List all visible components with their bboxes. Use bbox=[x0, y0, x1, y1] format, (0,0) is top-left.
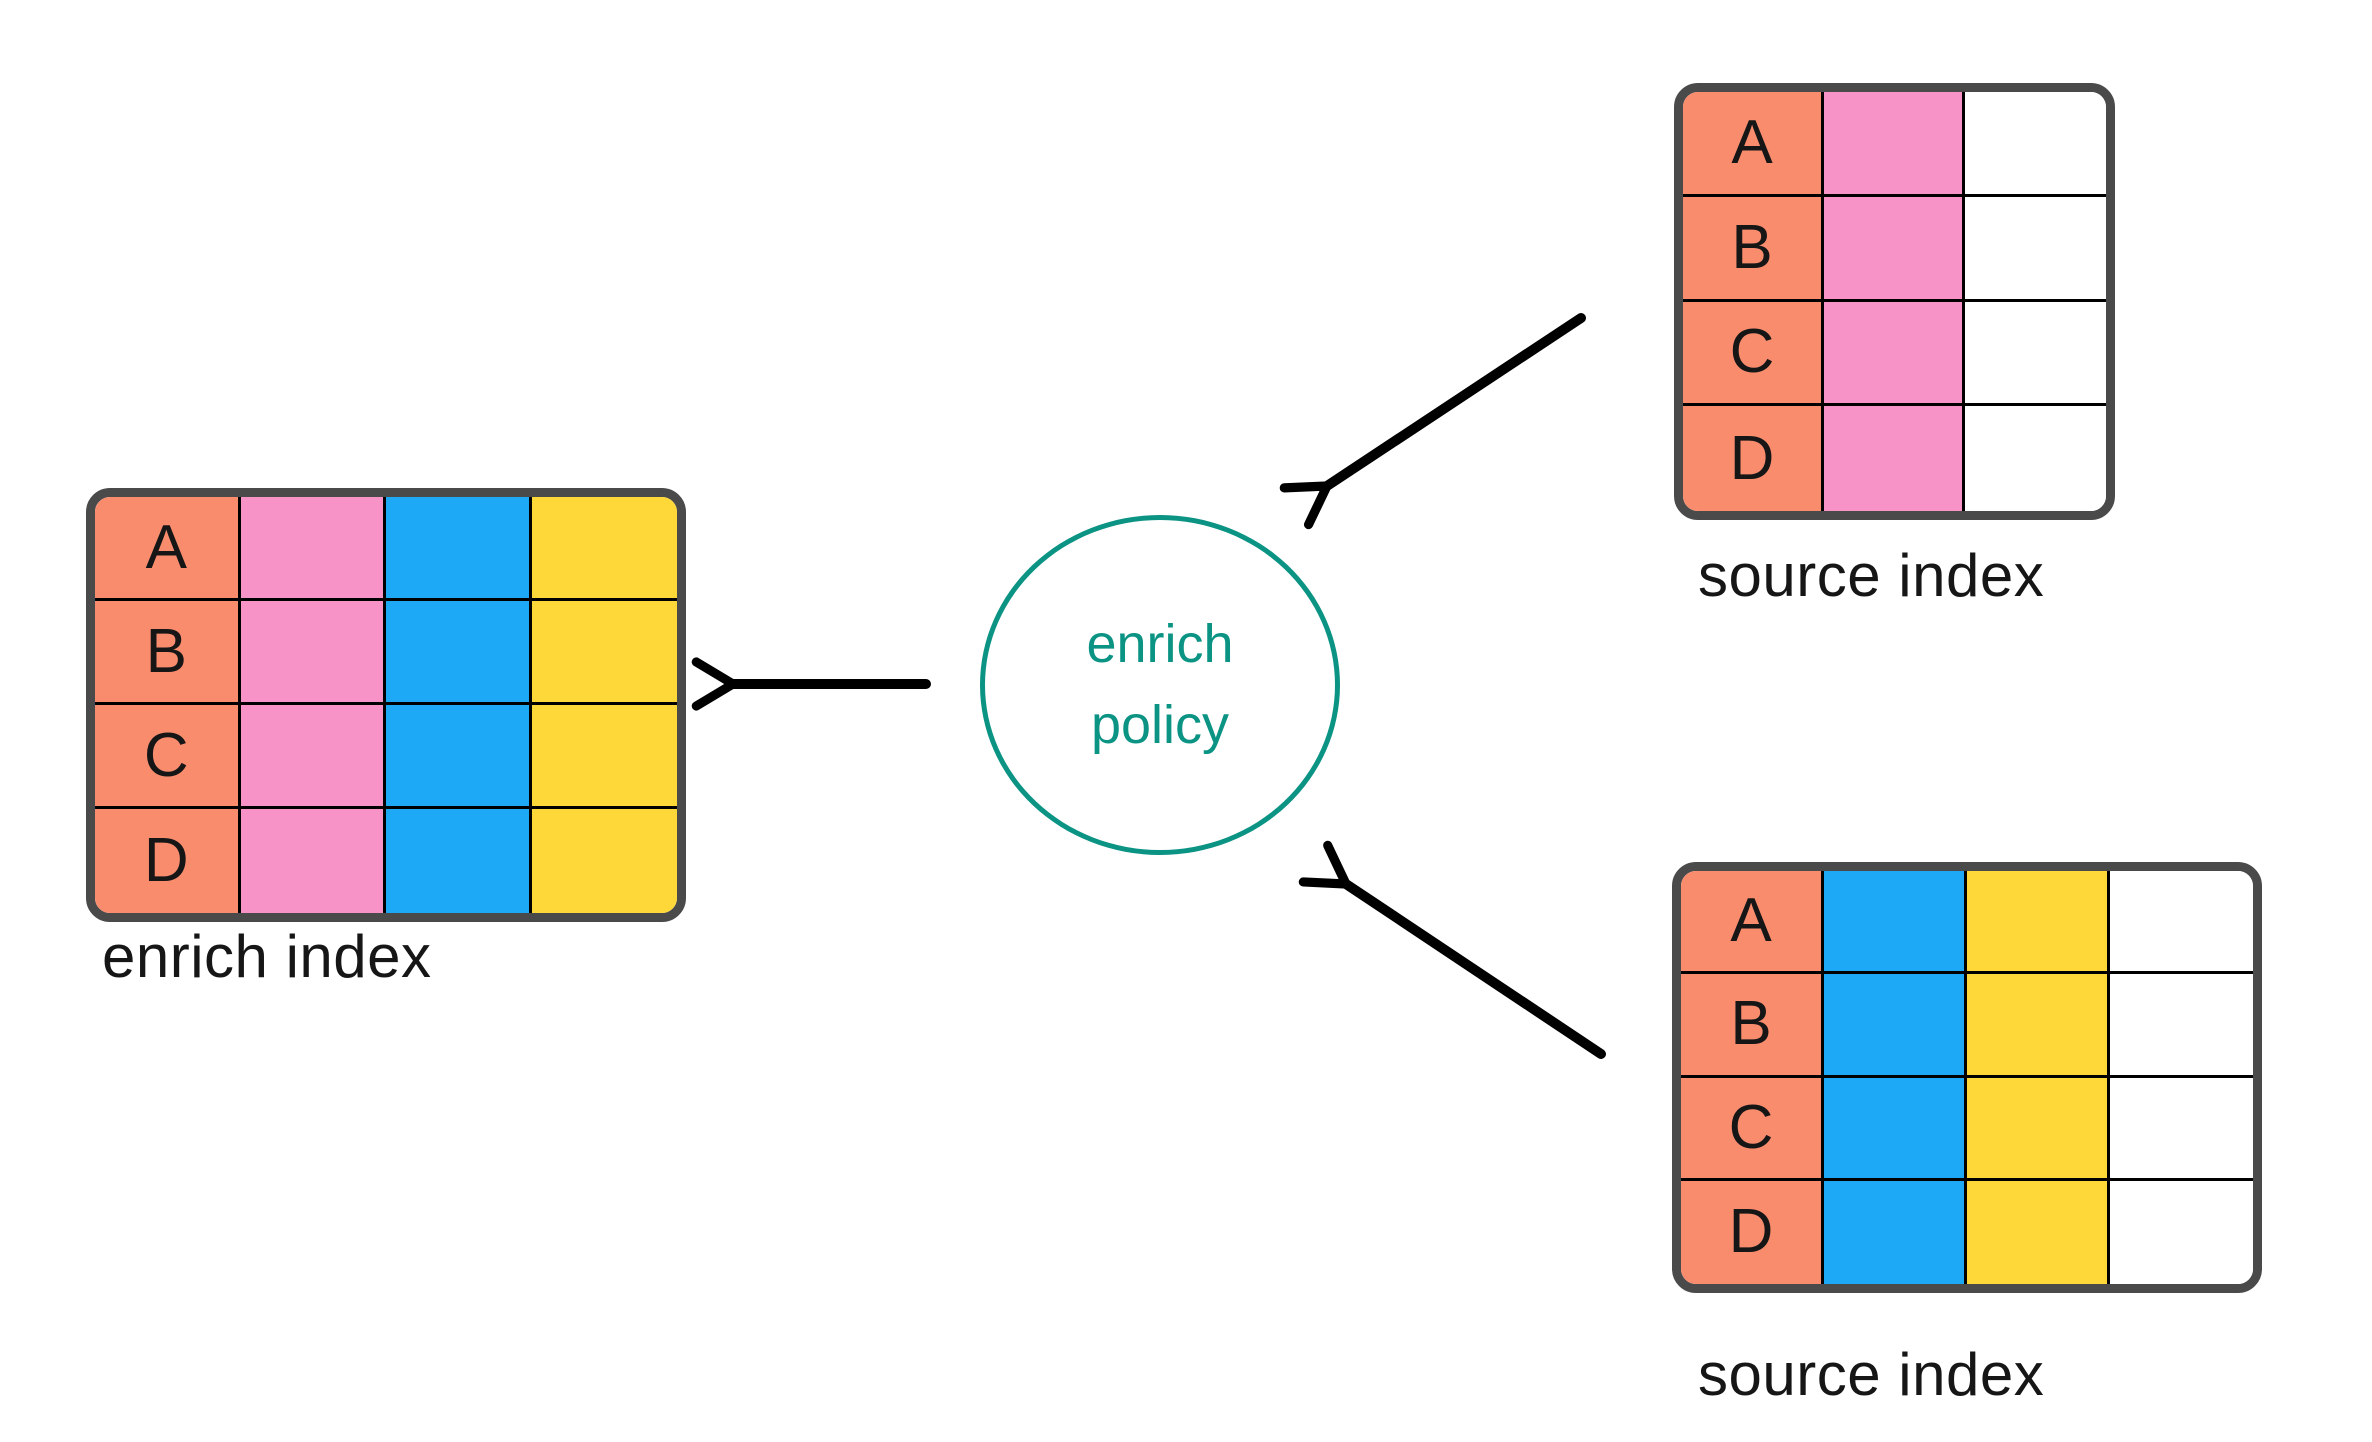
table-cell bbox=[1824, 92, 1965, 197]
table-cell-key: C bbox=[1683, 301, 1824, 407]
row-letter: C bbox=[1729, 317, 1775, 387]
enrich-index-label: enrich index bbox=[102, 923, 432, 990]
row-letter: A bbox=[1730, 886, 1772, 956]
row-letter: B bbox=[1730, 989, 1772, 1059]
table-cell-key: D bbox=[1681, 1180, 1824, 1284]
table-cell-key: C bbox=[1681, 1077, 1824, 1181]
row-letter: C bbox=[143, 720, 189, 790]
table-cell bbox=[386, 809, 532, 913]
table-cell bbox=[1965, 301, 2106, 407]
table-cell bbox=[386, 705, 532, 809]
enrich-policy-circle: enrich policy bbox=[980, 515, 1340, 855]
table-cell-key: D bbox=[1683, 406, 1824, 511]
table-cell bbox=[1965, 92, 2106, 197]
arrow-source-top-to-policy bbox=[1279, 313, 1586, 530]
table-cell bbox=[386, 497, 532, 601]
row-letter: D bbox=[1728, 1197, 1774, 1267]
table-cell bbox=[2110, 1180, 2253, 1284]
table-cell bbox=[240, 809, 386, 913]
row-letter: A bbox=[145, 512, 187, 582]
table-cell-key: B bbox=[95, 601, 241, 705]
enrich-policy-label-line1: enrich bbox=[1086, 614, 1234, 674]
table-cell-key: A bbox=[1683, 92, 1824, 197]
table-cell-key: A bbox=[1681, 871, 1824, 975]
table-cell bbox=[240, 705, 386, 809]
table-cell bbox=[1824, 406, 1965, 511]
row-letter: D bbox=[1729, 423, 1775, 493]
enrich-index-table: A B C D bbox=[86, 488, 686, 922]
row-letter: C bbox=[1728, 1092, 1774, 1162]
table-cell-key: A bbox=[95, 497, 241, 601]
table-cell bbox=[1824, 1180, 1967, 1284]
table-cell bbox=[531, 497, 677, 601]
table-cell bbox=[531, 809, 677, 913]
table-cell bbox=[1967, 871, 2110, 975]
table-cell bbox=[1824, 196, 1965, 302]
source-index-top-table: A B C D bbox=[1674, 83, 2115, 520]
table-cell bbox=[1965, 196, 2106, 302]
table-cell-key: C bbox=[95, 705, 241, 809]
table-cell bbox=[1967, 1077, 2110, 1181]
table-cell bbox=[386, 601, 532, 705]
source-index-bottom-table: A B C D bbox=[1672, 862, 2262, 1293]
row-letter: D bbox=[143, 826, 189, 895]
table-cell-key: B bbox=[1683, 196, 1824, 302]
table-cell bbox=[1824, 871, 1967, 975]
source-index-top-label: source index bbox=[1698, 542, 2045, 609]
table-cell bbox=[1824, 1077, 1967, 1181]
table-cell bbox=[2110, 1077, 2253, 1181]
table-cell bbox=[531, 705, 677, 809]
table-cell-key: B bbox=[1681, 974, 1824, 1078]
table-cell bbox=[2110, 871, 2253, 975]
row-letter: B bbox=[145, 616, 187, 686]
row-letter: A bbox=[1731, 107, 1773, 177]
table-cell bbox=[2110, 974, 2253, 1078]
table-cell bbox=[1967, 1180, 2110, 1284]
row-letter: B bbox=[1731, 212, 1773, 282]
arrow-source-bottom-to-policy bbox=[1298, 840, 1606, 1059]
enrich-policy-label-line2: policy bbox=[1090, 695, 1230, 755]
table-cell bbox=[1965, 406, 2106, 511]
table-cell bbox=[531, 601, 677, 705]
table-cell bbox=[240, 601, 386, 705]
table-cell bbox=[1967, 974, 2110, 1078]
table-cell bbox=[1824, 301, 1965, 407]
table-cell-key: D bbox=[95, 809, 241, 913]
source-index-bottom-label: source index bbox=[1698, 1341, 2045, 1408]
table-cell bbox=[240, 497, 386, 601]
table-cell bbox=[1824, 974, 1967, 1078]
